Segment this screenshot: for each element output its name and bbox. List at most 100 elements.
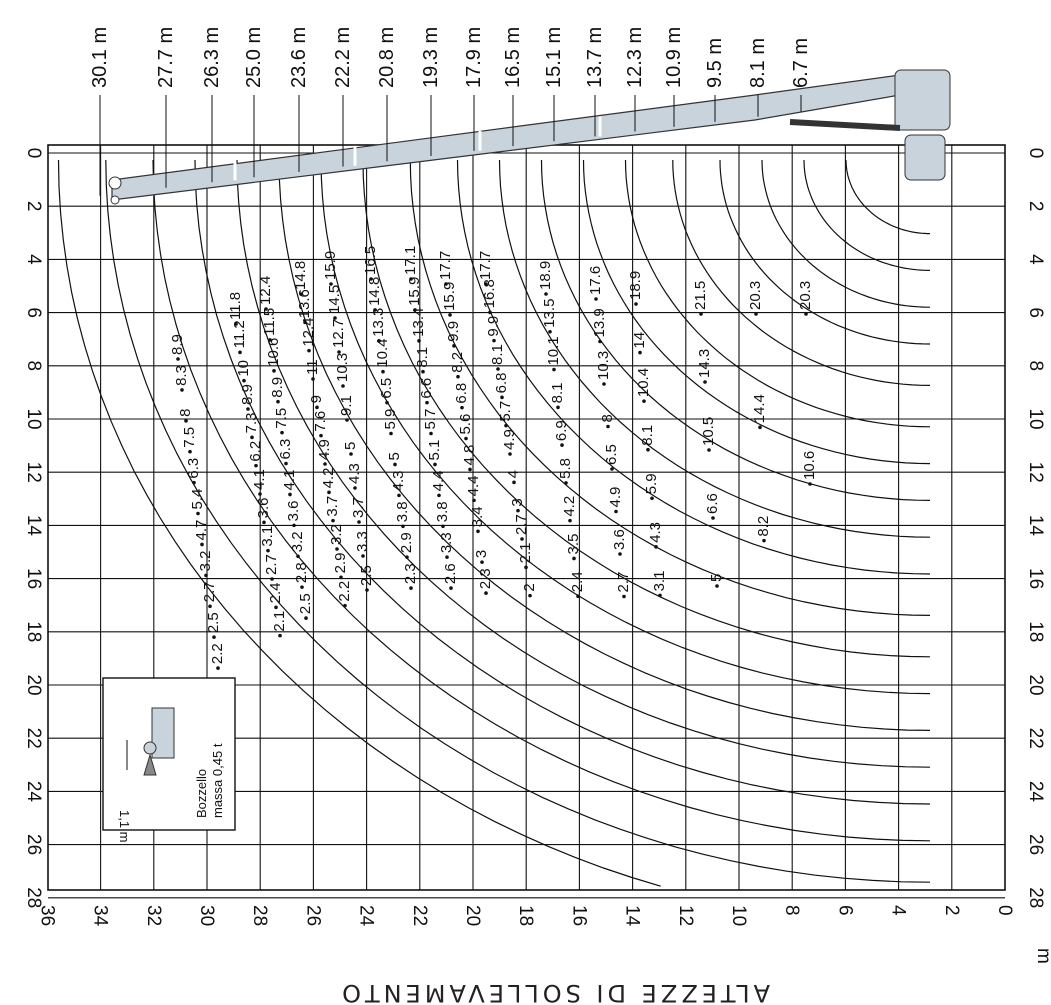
tick-label: 28 (249, 905, 270, 926)
load-point (484, 591, 488, 595)
load-point (560, 443, 564, 447)
load-point (496, 367, 500, 371)
load-point (576, 594, 580, 599)
tick-label: 32 (143, 905, 164, 926)
tick-label: 36 (36, 905, 57, 926)
load-point (480, 560, 484, 564)
load-point (598, 339, 602, 344)
load-point (401, 524, 405, 529)
load-value: 14.8 (366, 277, 383, 306)
load-point (572, 556, 576, 561)
tick-label: 0 (994, 905, 1015, 916)
load-point (500, 395, 504, 400)
load-point (445, 555, 449, 559)
load-value: 3.7 (350, 497, 367, 518)
load-value: 4.7 (193, 520, 210, 541)
radius-arc (57, 159, 661, 887)
load-value: 2.1 (517, 542, 534, 563)
load-value: 2.3 (477, 568, 494, 589)
load-value: 18.9 (627, 271, 644, 300)
load-point (200, 542, 204, 547)
load-value: 3.6 (255, 497, 272, 518)
load-point (234, 322, 238, 326)
load-value: 4.9 (501, 429, 518, 450)
tick-label: 6 (1025, 307, 1046, 318)
load-value: 5.1 (426, 440, 443, 461)
load-point (292, 523, 296, 528)
boom-length-label: 12.3 m (624, 27, 646, 88)
tick-label: 2 (1025, 201, 1046, 212)
radius-arc (582, 159, 931, 465)
load-point (654, 545, 658, 549)
load-point (246, 407, 250, 411)
tick-label: 4 (888, 905, 909, 916)
load-value: 14 (631, 332, 648, 349)
load-point (484, 282, 488, 286)
load-point (381, 369, 385, 374)
radius-arc (278, 159, 931, 731)
load-value: 2.7 (513, 514, 530, 535)
load-point (341, 384, 345, 388)
load-point (606, 424, 610, 429)
load-point (315, 405, 319, 410)
load-value: 8.1 (549, 382, 566, 403)
load-value: 2.2 (336, 581, 353, 602)
radius-arc (320, 159, 931, 695)
load-value: 12.7 (330, 319, 347, 348)
load-value: 6.8 (453, 383, 470, 404)
load-point (524, 565, 528, 570)
load-point (343, 603, 347, 608)
load-value: 2.3 (402, 563, 419, 584)
load-point (216, 666, 220, 670)
load-point (262, 520, 266, 525)
load-value: 4.1 (281, 470, 298, 491)
radius-arc (456, 159, 931, 575)
tick-label: 6 (834, 905, 855, 916)
load-point (504, 423, 508, 428)
load-point (516, 508, 520, 513)
load-point (393, 462, 397, 467)
tick-label: 28 (23, 887, 44, 908)
load-point (804, 312, 808, 316)
tick-label: 12 (1025, 462, 1046, 483)
tick-label: 26 (1025, 834, 1046, 855)
load-value: 8 (177, 408, 194, 416)
load-value: 5.8 (557, 458, 574, 479)
load-value: 4.2 (320, 467, 337, 488)
load-point (444, 282, 448, 286)
load-point (622, 594, 626, 599)
boom-length-label: 13.7 m (584, 27, 606, 88)
load-point (552, 367, 556, 372)
load-point (468, 467, 472, 472)
load-value: 15.9 (322, 251, 339, 280)
radius-arc (761, 159, 931, 308)
load-value: 4.3 (346, 463, 363, 484)
boom-length-label: 16.5 m (502, 27, 524, 88)
load-point (339, 575, 343, 580)
load-point (304, 616, 308, 620)
load-point (284, 461, 288, 466)
load-value: 17.6 (587, 266, 604, 295)
load-point (610, 467, 614, 471)
boom-length-label: 19.3 m (420, 27, 442, 88)
load-point (397, 493, 401, 498)
tick-label: 24 (23, 781, 44, 803)
load-point (258, 492, 262, 496)
load-point (349, 452, 353, 456)
tick-label: 18 (1025, 621, 1046, 642)
load-value: 3.7 (324, 496, 341, 517)
load-point (707, 448, 711, 452)
load-value: 4.4 (465, 476, 482, 497)
load-value: 5.4 (189, 489, 206, 510)
load-value: 2.6 (442, 563, 459, 584)
load-value: 10.4 (635, 368, 652, 397)
radius-arc (236, 159, 931, 768)
load-value: 4.4 (430, 471, 447, 492)
load-values: 8.98.387.56.35.44.73.22.72.52.211.811.21… (169, 246, 818, 670)
load-value: 8.9 (269, 377, 286, 398)
boom-length-label: 15.1 m (543, 27, 565, 88)
load-point (385, 400, 389, 405)
load-point (456, 374, 460, 379)
